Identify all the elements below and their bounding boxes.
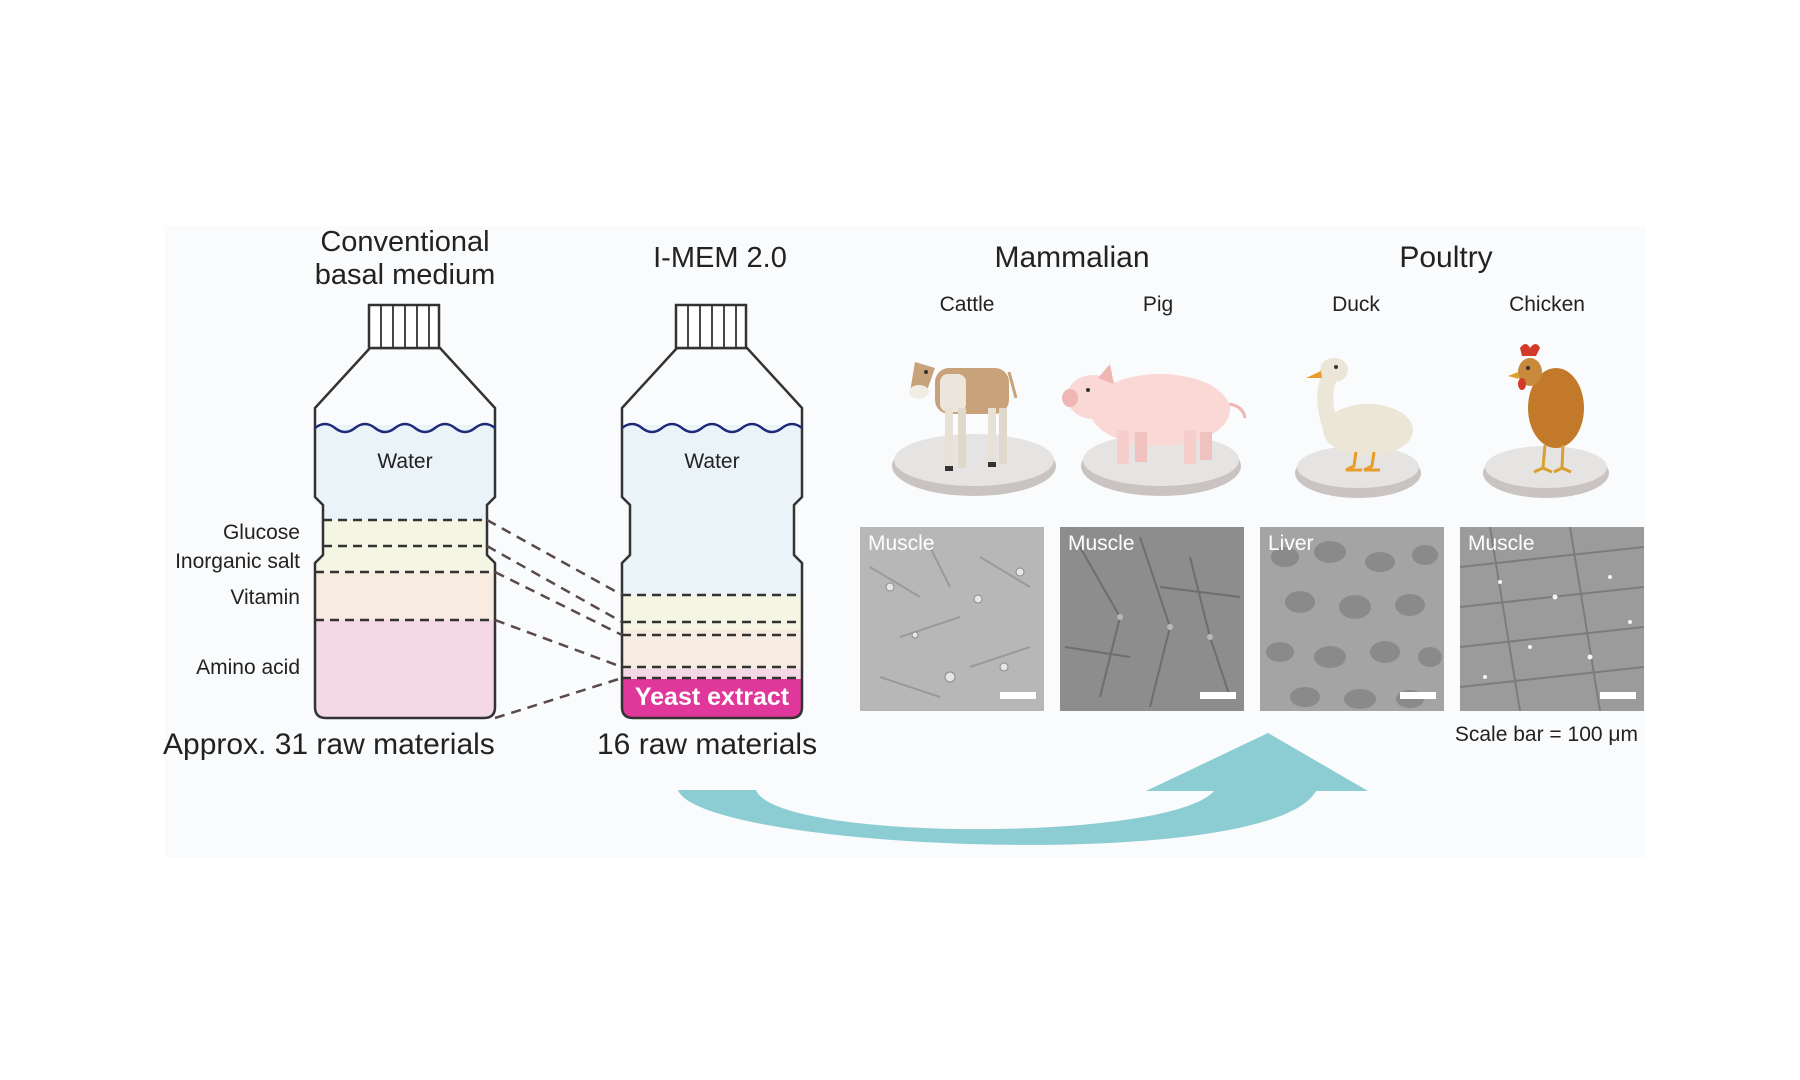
conventional-water-wave xyxy=(314,422,496,434)
duck-micrograph: Liver xyxy=(1260,527,1444,711)
imem-bottle-outline xyxy=(620,346,804,720)
duck-micrograph-texture xyxy=(1260,527,1444,711)
imem-water-wave xyxy=(621,422,803,434)
yeast-extract-label: Yeast extract xyxy=(634,683,790,711)
poultry-heading: Poultry xyxy=(1399,241,1493,274)
pig-label: Pig xyxy=(1142,293,1174,316)
cattle-tissue-label: Muscle xyxy=(868,532,935,555)
layer-connector-lines xyxy=(486,518,623,720)
conventional-water-label: Water xyxy=(377,450,433,473)
imem-bottle-cap xyxy=(674,303,748,350)
cattle-icon xyxy=(909,362,1018,471)
chicken-micrograph-texture xyxy=(1460,527,1644,711)
duck-tissue-label: Liver xyxy=(1268,532,1314,555)
chicken-icon xyxy=(1508,344,1584,474)
pig-micrograph: Muscle xyxy=(1060,527,1244,711)
imem-material-count: 16 raw materials xyxy=(597,728,818,761)
chicken-label: Chicken xyxy=(1509,293,1585,316)
mammalian-heading: Mammalian xyxy=(994,241,1150,274)
pig-scale-bar xyxy=(1200,692,1236,699)
pig-micrograph-texture xyxy=(1060,527,1244,711)
glucose-label: Glucose xyxy=(222,521,300,544)
imem-water-label: Water xyxy=(684,450,740,473)
inorganic-salt-label: Inorganic salt xyxy=(175,550,300,573)
duck-scale-bar xyxy=(1400,692,1436,699)
cattle-label: Cattle xyxy=(939,293,995,316)
pig-tissue-label: Muscle xyxy=(1068,532,1135,555)
cattle-micrograph-texture xyxy=(860,527,1044,711)
conventional-bottle-contents xyxy=(315,425,495,718)
chicken-tissue-label: Muscle xyxy=(1468,532,1535,555)
conventional-bottle-cap xyxy=(367,303,441,350)
conventional-layer-dividers xyxy=(315,518,495,622)
amino-acid-label: Amino acid xyxy=(196,656,300,679)
imem-layer-dividers xyxy=(622,593,802,680)
chicken-scale-bar xyxy=(1600,692,1636,699)
duck-icon xyxy=(1306,358,1413,472)
conventional-material-count: Approx. 31 raw materials xyxy=(163,728,495,761)
cattle-scale-bar xyxy=(1000,692,1036,699)
vitamin-label: Vitamin xyxy=(230,586,300,609)
duck-label: Duck xyxy=(1332,293,1380,316)
cattle-micrograph: Muscle xyxy=(860,527,1044,711)
conventional-medium-title: Conventional basal medium xyxy=(314,226,496,292)
imem-title: I-MEM 2.0 xyxy=(653,242,787,274)
curved-arrow xyxy=(678,733,1368,845)
imem-bottle-contents xyxy=(622,425,802,718)
pig-icon xyxy=(1062,364,1247,464)
chicken-micrograph: Muscle xyxy=(1460,527,1644,711)
scale-bar-caption: Scale bar = 100 μm xyxy=(1454,723,1638,746)
conventional-bottle-outline xyxy=(313,346,497,720)
